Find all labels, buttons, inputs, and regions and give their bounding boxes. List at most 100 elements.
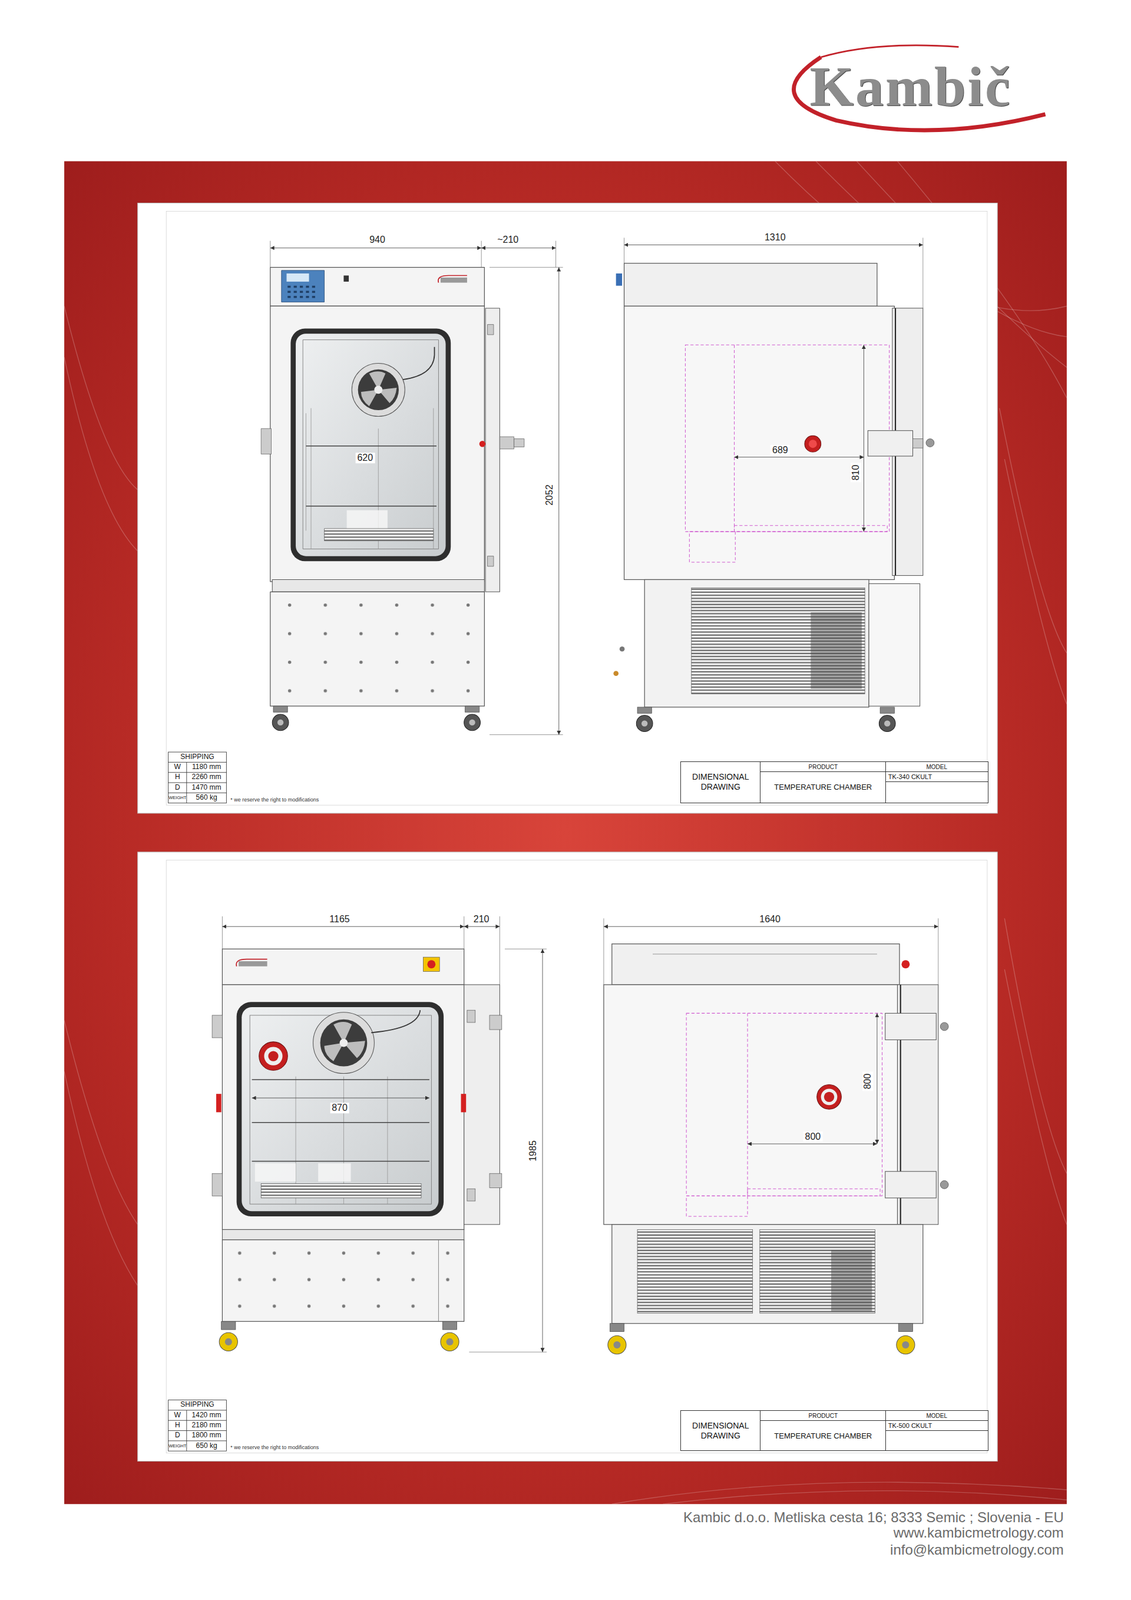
chamber-side-view-part [603, 917, 939, 985]
chamber-front-view-part [241, 1006, 439, 1211]
chamber-front-view-part-part [287, 285, 291, 288]
chamber-side-view-part [612, 1224, 924, 1324]
chamber-side-view-part [808, 439, 818, 448]
chamber-front-view-part [270, 591, 485, 706]
dimension-value: ~210 [497, 234, 519, 246]
chamber-front-view-part [461, 1093, 467, 1112]
dimension-value: 800 [862, 1071, 874, 1091]
cell-value: TK-500 CKULT [885, 1420, 988, 1431]
chamber-side-view-part [817, 1084, 842, 1110]
chamber-front-view-part-part [320, 1019, 368, 1067]
chamber-side-view-part [637, 1228, 753, 1313]
chamber-front-view-part-part [312, 290, 316, 293]
chamber-front-view-part-part [221, 1320, 236, 1329]
chamber-front-view-part-part [467, 1009, 476, 1023]
chamber-front-view [212, 915, 547, 1352]
cell-heading: MODEL [885, 761, 988, 772]
red-band-part-part [64, 305, 138, 490]
chamber-side-view-part [616, 273, 623, 286]
contact-line: Kambic d.o.o. Metliska cesta 16; 8333 Se… [683, 1509, 1064, 1525]
chamber-front-view-part-part [305, 505, 437, 507]
red-band-part-part [64, 1020, 138, 1225]
shipping-table-part [168, 751, 227, 803]
chamber-front-view-part-part [212, 1014, 223, 1038]
chamber-side-view-part-part [686, 1195, 748, 1216]
cell-heading: MODEL [885, 1410, 988, 1421]
footnote: * we reserve the right to modifications [230, 797, 319, 803]
chamber-front-view-part-part [468, 1351, 547, 1352]
chamber-front-view-part-part [313, 1012, 375, 1074]
chamber-side-view-part-part [898, 1323, 913, 1332]
red-band-part-part [1004, 917, 1067, 1173]
chamber-front-view-part-part [312, 285, 316, 288]
chamber-front-view-part [273, 705, 480, 712]
chamber-front-view-part [305, 408, 433, 550]
chamber-side-view-part [685, 344, 889, 562]
chamber-front-view-part [272, 713, 289, 731]
dimension-value: 810 [850, 462, 862, 482]
cell-value: DIMENSIONAL DRAWING [680, 1410, 761, 1450]
cell-value: TEMPERATURE CHAMBER [760, 1420, 886, 1450]
red-band-part-part [612, 1481, 1067, 1504]
shipping-table-part [168, 771, 227, 773]
footnote: * we reserve the right to modifications [230, 1444, 319, 1451]
shipping-table-part [168, 792, 227, 793]
chamber-front-view-part-part [299, 295, 303, 298]
chamber-front-view-part-part [542, 948, 544, 1352]
model-cell: MODELTK-500 CKULT [885, 1409, 989, 1451]
chamber-side-view-part [607, 1335, 627, 1354]
chamber-side-view-part [901, 1340, 909, 1348]
chamber-side-view-part [747, 1012, 878, 1144]
contact-line: www.kambicmetrology.com [893, 1524, 1064, 1540]
red-band-part-part [662, 1490, 1067, 1504]
chamber-side-view-part [613, 1340, 621, 1348]
chamber-front-view-part [286, 273, 309, 282]
chamber-front-view-part [351, 346, 435, 417]
cell-heading: PRODUCT [760, 1410, 886, 1421]
chamber-side-view-part [804, 435, 822, 452]
chamber-side-view-part-part [603, 917, 604, 985]
chamber-side-view-part [609, 1323, 913, 1332]
chamber-front-view-part-part [351, 362, 405, 416]
chamber-front-view-part [238, 960, 267, 967]
chamber-side-view-part [821, 1088, 838, 1106]
logo-swoosh [794, 45, 1046, 131]
chamber-front-view-part-part [287, 295, 291, 298]
chamber-side-view-part [612, 943, 900, 985]
chamber-front-view-part-part [358, 369, 399, 410]
chamber-front-view-part [236, 958, 267, 967]
chamber-front-view-part [222, 948, 464, 985]
chamber-front-view-part-part [269, 240, 271, 268]
chamber-front-view-part [222, 926, 543, 1352]
table-cell: SHIPPING [180, 1400, 214, 1409]
chamber-side-view-part-part [686, 1012, 882, 1196]
chamber-side-view-part [867, 430, 913, 456]
dimension-value: 620 [355, 452, 375, 464]
chamber-front-view-part [260, 324, 525, 567]
chamber-front-view-part-part [489, 733, 564, 735]
chamber-side-view-part [686, 1012, 882, 1216]
chamber-front-view-part-part [252, 1078, 430, 1080]
chamber-front-view-part-part [299, 290, 303, 293]
chamber-side-view-part-part [885, 1012, 937, 1040]
chamber-front-view-part [277, 719, 284, 726]
chamber-front-view-part-part [252, 1121, 430, 1123]
chamber-front-view-part [445, 1337, 453, 1345]
chamber-front-view-part [479, 440, 486, 447]
shipping-table-part [168, 1409, 227, 1410]
chamber-front-view-part [485, 308, 500, 592]
chamber-front-view-part [236, 1001, 444, 1216]
chamber-front-view-part-part [432, 408, 434, 550]
table-cell: 2180 mm [192, 1420, 222, 1429]
chamber-front-view-part-part [504, 948, 547, 949]
chamber-front-view-part [422, 956, 440, 971]
chamber-side-view-part [624, 244, 924, 246]
chamber-front-view-part-part [293, 290, 297, 293]
chamber-front-view-part [318, 1162, 351, 1182]
cell-heading: PRODUCT [760, 761, 886, 772]
chamber-front-view-part-part [402, 346, 435, 380]
dimension-value: 210 [473, 913, 490, 925]
chamber-front-view-part-part [463, 915, 465, 949]
chamber-front-view-part [259, 1041, 288, 1070]
chamber-side-view [603, 917, 949, 1354]
